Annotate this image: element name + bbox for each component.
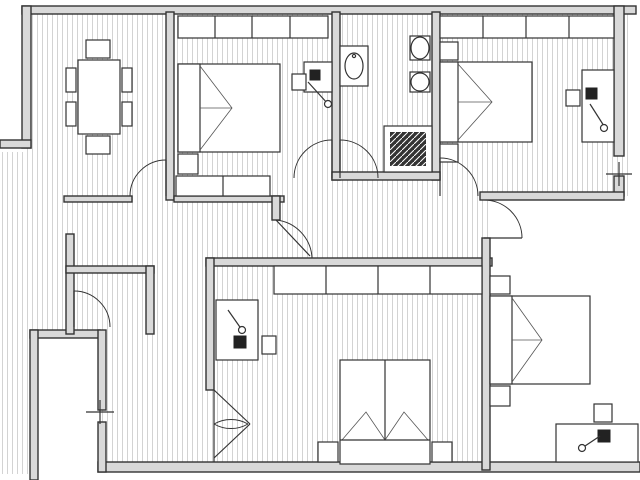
wall-bottom-hall-vertical-2	[97, 421, 107, 473]
wall-dining-bottom	[63, 195, 133, 203]
door-master-upper	[213, 389, 251, 425]
shower-tray	[390, 132, 426, 166]
desk-3	[555, 423, 639, 463]
dining-area	[65, 39, 133, 155]
nightstand-2-bottom	[439, 143, 459, 163]
nightstand-3-bottom	[489, 385, 511, 407]
master-bedroom	[215, 265, 483, 465]
wall-top	[21, 5, 637, 15]
wall-bed1-bottom	[173, 195, 285, 203]
wall-closet-top	[65, 265, 155, 274]
bidet	[409, 71, 431, 93]
wardrobe-2	[439, 15, 615, 39]
wall-bottom-left-stub	[29, 329, 101, 339]
desk-3-chair	[593, 403, 613, 423]
bed-3-pillow	[489, 295, 513, 385]
wall-master-left-upper	[205, 257, 215, 391]
nightstand	[177, 153, 199, 175]
nightstand-2-top	[439, 41, 459, 61]
wall-left-notch	[0, 139, 32, 149]
nightstand-master-right	[431, 441, 453, 463]
chair-left-2	[65, 101, 77, 127]
chair-left-1	[65, 67, 77, 93]
desk-master-chair	[261, 335, 277, 355]
desk-2-chair	[565, 89, 581, 107]
wall-hall-stub	[271, 195, 281, 221]
wall-bath-bottom	[331, 171, 441, 181]
bed-2-pillow	[439, 61, 459, 143]
wall-bottom-hall-vertical	[97, 329, 107, 411]
doors	[86, 139, 632, 462]
desk-master	[215, 299, 259, 361]
desk-2-lamp-icon	[585, 87, 598, 100]
desk-3-lamp-icon	[597, 429, 611, 443]
chair-bottom	[85, 135, 111, 155]
bedroom-2	[439, 15, 615, 163]
storage-closet	[73, 290, 111, 328]
wall-left-upper	[21, 5, 32, 149]
wall-master-top	[205, 257, 493, 267]
desk-2	[581, 69, 615, 143]
nightstand-master-left	[317, 441, 339, 463]
wall-closet-left	[65, 233, 75, 335]
toilet	[409, 35, 431, 61]
nightstand-3-top	[489, 275, 511, 295]
bedroom-3	[489, 275, 639, 463]
door-master-lower	[213, 423, 251, 459]
desk-1-lamp-icon	[309, 69, 321, 81]
bedroom-1	[175, 15, 333, 197]
door-hall	[275, 219, 311, 257]
dining-table	[77, 59, 121, 135]
wall-right-upper	[613, 5, 625, 157]
wall-master-right	[481, 237, 491, 471]
wall-bed2-bottom	[479, 191, 625, 201]
chair-right-1	[121, 67, 133, 93]
wall-closet-right	[145, 265, 155, 335]
bathroom	[339, 35, 433, 173]
chair-top	[85, 39, 111, 59]
chair-right-2	[121, 101, 133, 127]
bed-1-pillow	[177, 63, 201, 153]
wall-bottom-left-vertical	[29, 329, 39, 480]
wall-dining-bed1	[165, 11, 175, 201]
desk-1-chair	[291, 73, 307, 91]
desk-master-lamp-icon	[233, 335, 247, 349]
wall-bath-right	[431, 11, 441, 181]
wall-bath-left	[331, 11, 341, 181]
wardrobe-top	[177, 15, 329, 39]
